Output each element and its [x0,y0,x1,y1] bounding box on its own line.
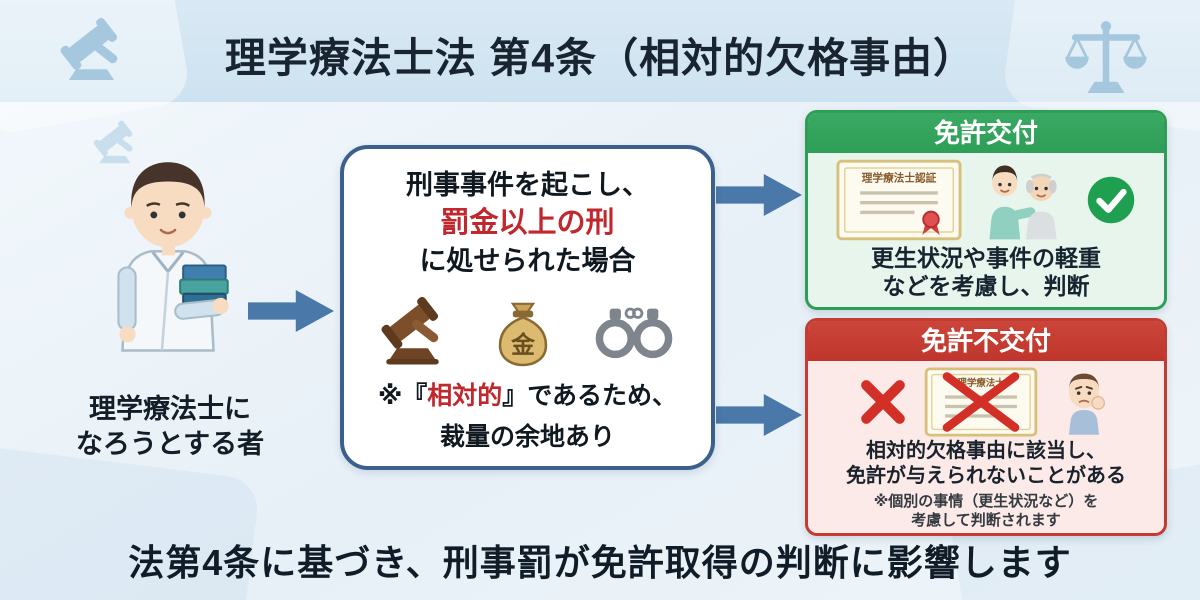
relative-highlight: 相対的 [427,382,503,410]
granted-illustration-row: 理学療法士認証 [808,159,1164,241]
denied-note: ※個別の事情（更生状況など）を 考慮して判断されます [808,492,1164,530]
subject-label-line1: 理学療法士に [89,394,251,424]
worried-person-icon [1068,373,1106,435]
certificate-label: 理学療法士認証 [862,172,937,185]
rejected-certificate-label: 理学療法士 [957,377,1005,389]
certificate-icon: 理学療法士認証 [836,159,962,241]
money-bag-label: 金 [510,331,535,359]
gavel-icon [380,296,439,365]
penalty-highlight: 罰金以上の刑 [440,207,615,239]
therapist-candidate-illustration [117,162,229,352]
arrow-to-granted-icon [716,173,802,217]
subject-label-line2: なろうとする者 [75,429,265,459]
granted-header: 免許交付 [808,113,1164,153]
gavel-watermark-icon [93,120,133,164]
rejected-certificate-icon: 理学療法士 [924,367,1038,437]
denied-header: 免許不交付 [808,321,1164,361]
therapist-and-patient-icon [989,165,1057,240]
granted-desc-line1: 更生状況や事件の軽重 [871,245,1101,271]
denied-note-line2: 考慮して判断されます [911,512,1061,529]
condition-line-3: に処せられた場合 [419,246,636,276]
condition-line-1: 刑事事件を起こし、 [406,170,649,200]
gavel-watermark-icon [60,17,118,81]
relative-note-line1: ※『相対的』であるため、 [378,380,677,413]
condition-box: 刑事事件を起こし、 罰金以上の刑 に処せられた場合 金 [340,145,715,470]
relative-note-line2: 裁量の余地あり [439,423,615,451]
license-granted-box: 免許交付 理学療法士認証 [805,110,1167,310]
page-title: 理学療法士法 第4条（相対的欠格事由） [224,35,976,81]
denied-desc-line2: 免許が与えられないことがある [846,465,1126,487]
check-circle-icon [1087,176,1135,224]
denied-description: 相対的欠格事由に該当し、 免許が与えられないことがある [808,439,1164,489]
granted-description: 更生状況や事件の軽重 などを考慮し、判断 [808,244,1164,300]
denied-desc-line1: 相対的欠格事由に該当し、 [866,440,1106,462]
money-bag-icon: 金 [498,302,547,367]
license-denied-box: 免許不交付 理学療法士 [805,318,1167,536]
scales-watermark-icon [1065,21,1147,93]
note-prefix: ※『 [377,382,428,410]
denied-illustration-row: 理学療法士 [808,367,1164,437]
subject-label: 理学療法士に なろうとする者 [20,392,320,462]
header-band [0,0,1200,102]
arrow-to-denied-icon [716,393,802,437]
granted-desc-line2: などを考慮し、判断 [882,273,1090,299]
footer-summary: 法第4条に基づき、刑事罰が免許取得の判断に影響します [128,542,1072,583]
denied-note-line1: ※個別の事情（更生状況など）を [873,493,1099,510]
note-suffix: 』であるため、 [502,382,678,410]
arrow-to-condition-icon [248,289,334,333]
penalty-icons-row: 金 [379,290,677,372]
handcuffs-icon [595,307,672,359]
x-mark-icon [861,380,905,424]
